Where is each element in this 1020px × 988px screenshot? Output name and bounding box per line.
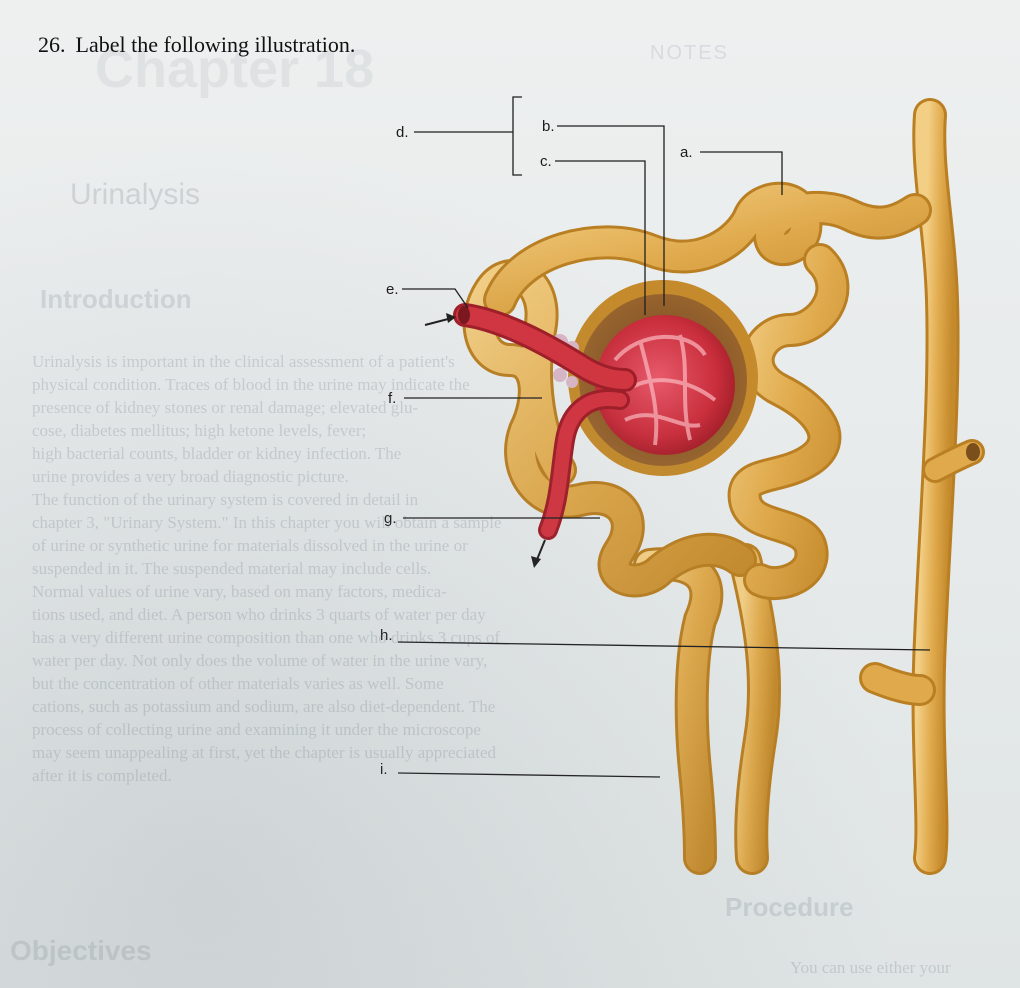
bleed-body-line: high bacterial counts, bladder or kidney…: [32, 444, 402, 463]
label-a: a.: [680, 144, 693, 161]
leader-lines: [397, 96, 931, 778]
label-h: h.: [380, 627, 393, 644]
bleed-body-text: Urinalysis is important in the clinical …: [32, 350, 692, 787]
bleed-body-line: Urinalysis is important in the clinical …: [32, 352, 455, 371]
bleed-body-line: suspended in it. The suspended material …: [32, 559, 432, 578]
bleed-section-title: Urinalysis: [70, 178, 201, 211]
bleed-chapter-title: Chapter 18: [95, 39, 375, 99]
question-number: 26.: [38, 32, 66, 57]
leader-line-i: [397, 772, 661, 778]
bleed-footnote: You can use either your: [790, 958, 951, 977]
leader-line-a: [700, 151, 783, 195]
bleed-notes-tag: NOTES: [650, 42, 729, 64]
efferent-arteriole: [538, 389, 630, 540]
bleed-body-line: has a very different urine composition t…: [32, 628, 501, 647]
proximal-convoluted-tubule: [462, 259, 757, 598]
label-c: c.: [540, 153, 552, 170]
label-b: b.: [542, 118, 555, 135]
question-prompt: 26. Label the following illustration.: [38, 32, 355, 58]
bleed-body-line: of urine or synthetic urine for material…: [32, 536, 468, 555]
arrow-out-icon: [531, 539, 546, 568]
bleed-body-line: Normal values of urine vary, based on ma…: [32, 582, 447, 601]
bleed-body-line: but the concentration of other materials…: [32, 674, 444, 693]
leader-line-c: [555, 160, 646, 315]
bleed-body-line: may seem unappealing at first, yet the c…: [32, 743, 497, 762]
bleed-body-line: presence of kidney stones or renal damag…: [32, 398, 419, 417]
bleed-body-line: cose, diabetes mellitus; high ketone lev…: [32, 421, 367, 440]
bleed-body-line: cations, such as potassium and sodium, a…: [32, 697, 496, 716]
glomerulus: [595, 315, 735, 455]
bleed-body-line: after it is completed.: [32, 766, 172, 785]
label-f: f.: [388, 390, 396, 407]
afferent-arteriole: [453, 303, 637, 392]
bleed-body-line: urine provides a very broad diagnostic p…: [32, 467, 349, 486]
label-d: d.: [396, 124, 409, 141]
bleed-heading-intro: Introduction: [40, 284, 192, 314]
label-i: i.: [380, 761, 388, 778]
label-e: e.: [386, 281, 399, 298]
leader-line-h: [397, 641, 931, 651]
bleed-body-line: tions used, and diet. A person who drink…: [32, 605, 486, 624]
bleed-body-line: The function of the urinary system is co…: [32, 490, 419, 509]
bleed-heading-procedure: Procedure: [725, 892, 854, 922]
bleed-body-line: water per day. Not only does the volume …: [32, 651, 488, 670]
bleed-heading-objectives: Objectives: [10, 935, 152, 966]
bracket-d: [512, 96, 522, 176]
leader-line-e: [402, 288, 469, 309]
bleed-body-line: chapter 3, "Urinary System." In this cha…: [32, 513, 502, 532]
bleed-body-line: process of collecting urine and examinin…: [32, 720, 481, 739]
label-g: g.: [384, 510, 397, 527]
collecting-duct: [859, 98, 985, 875]
question-text: Label the following illustration.: [75, 32, 356, 57]
loop-of-henle: [633, 543, 782, 875]
bleed-body-line: physical condition. Traces of blood in t…: [32, 375, 470, 394]
distal-convoluted-tubule: [483, 181, 932, 601]
label-letters: d. b. c. a. e. f. g. h. i.: [380, 118, 693, 778]
arrow-in-icon: [424, 313, 456, 326]
leader-line-b: [557, 125, 665, 306]
